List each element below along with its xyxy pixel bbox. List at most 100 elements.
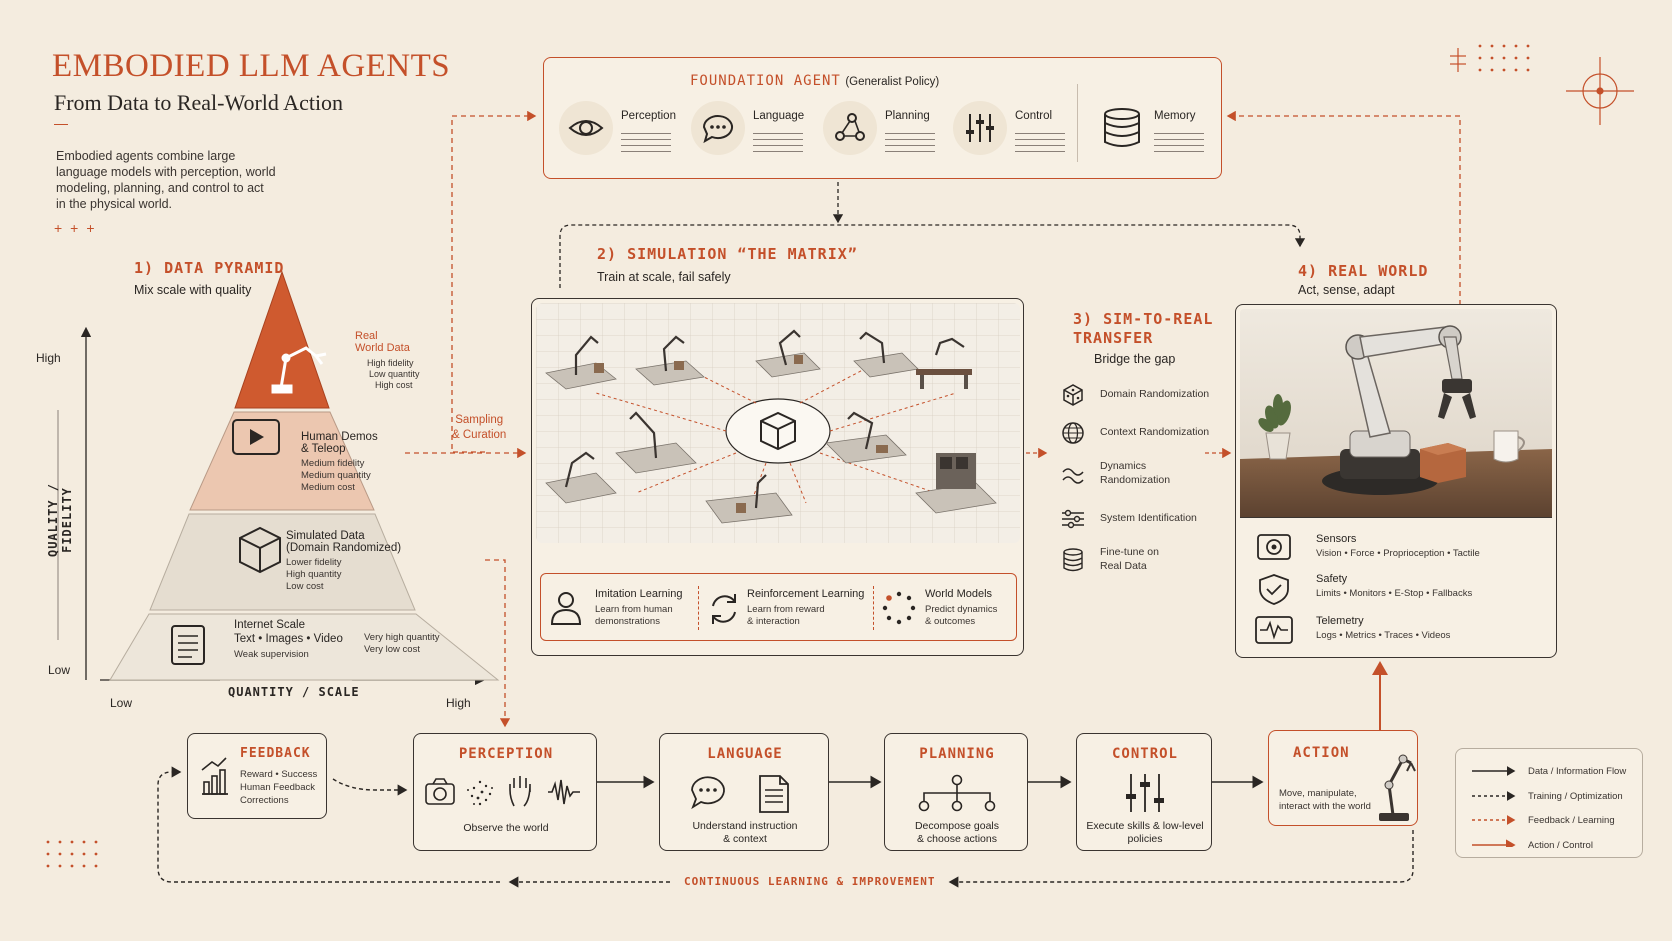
real-world-item-desc: Vision • Force • Proprioception • Tactil… bbox=[1316, 548, 1480, 559]
sampling-label: Sampling & Curation bbox=[452, 413, 506, 443]
dot-grid-decoration bbox=[46, 44, 1530, 868]
dotted-cycle-icon bbox=[882, 591, 916, 625]
pyramid-subheading: Mix scale with quality bbox=[134, 283, 252, 297]
module-label: Perception bbox=[621, 110, 676, 122]
step-desc: Decompose goals bbox=[914, 820, 1000, 832]
x-axis-low: Low bbox=[110, 696, 133, 710]
method-world-models: World Models Predict dynamics & outcomes bbox=[881, 584, 1011, 634]
simulation-panel: Imitation Learning Learn from human demo… bbox=[531, 298, 1024, 656]
real-world-item-title: Sensors bbox=[1316, 533, 1357, 545]
step-desc: Observe the world bbox=[463, 822, 549, 834]
tier-name: Text • Images • Video bbox=[234, 633, 343, 645]
module-label: Language bbox=[753, 110, 805, 122]
database-icon bbox=[1063, 548, 1083, 572]
page-title: EMBODIED LLM AGENTS bbox=[52, 48, 451, 84]
real-world-item-title: Safety bbox=[1316, 573, 1348, 585]
method-title: Reinforcement Learning bbox=[747, 588, 865, 600]
panel-divider bbox=[1240, 517, 1552, 518]
method-desc: & outcomes bbox=[925, 616, 976, 627]
real-world-heading: 4) REAL WORLD bbox=[1298, 262, 1429, 280]
sliders-icon bbox=[1062, 509, 1084, 529]
tier-human-text: Human Demos & Teleop Medium fidelity Med… bbox=[301, 431, 378, 494]
shield-check-icon bbox=[1259, 574, 1289, 605]
transfer-item-label: Real Data bbox=[1100, 560, 1147, 572]
module-lines bbox=[885, 128, 935, 152]
foundation-title: FOUNDATION AGENT bbox=[690, 73, 841, 89]
tier-name: & Teleop bbox=[301, 443, 346, 455]
simulation-heading: 2) SIMULATION “THE MATRIX” bbox=[597, 245, 858, 263]
language-icons bbox=[691, 775, 789, 813]
perception-icons bbox=[425, 776, 580, 807]
method-desc: demonstrations bbox=[595, 616, 660, 627]
robot-photo bbox=[1240, 309, 1552, 517]
control-step: CONTROL Execute skills & low-level polic… bbox=[1076, 733, 1212, 851]
hand-touch-icon bbox=[509, 776, 531, 807]
pyramid-tier-real bbox=[234, 270, 330, 409]
perception-step: PERCEPTION Observe the world bbox=[413, 733, 597, 851]
real-world-item-telemetry: Telemetry Logs • Metrics • Traces • Vide… bbox=[1254, 613, 1544, 649]
learning-methods-panel: Imitation Learning Learn from human demo… bbox=[540, 573, 1017, 641]
transfer-list: Domain Randomization Context Randomizati… bbox=[1058, 380, 1228, 580]
legend: Data / Information Flow Training / Optim… bbox=[1455, 748, 1643, 858]
transfer-item-label: Fine-tune on bbox=[1100, 546, 1159, 558]
real-world-item-desc: Limits • Monitors • E-Stop • Fallbacks bbox=[1316, 588, 1473, 599]
transfer-item: Dynamics Randomization bbox=[1058, 458, 1228, 492]
module-divider bbox=[1077, 84, 1078, 162]
foundation-agent-panel: FOUNDATION AGENT (Generalist Policy) Per… bbox=[543, 57, 1222, 179]
foundation-subtitle: (Generalist Policy) bbox=[845, 76, 940, 88]
method-desc: Predict dynamics bbox=[925, 604, 998, 615]
method-title: Imitation Learning bbox=[595, 588, 683, 600]
sampling-line: & Curation bbox=[452, 429, 507, 441]
feedback-desc: Reward • Success bbox=[240, 769, 318, 780]
cycle-arrows-icon bbox=[712, 594, 736, 624]
tier-detail: Very high quantity bbox=[364, 632, 440, 643]
step-title: LANGUAGE bbox=[707, 746, 783, 762]
method-divider bbox=[873, 586, 874, 630]
cube-icon bbox=[760, 411, 796, 451]
y-axis-high: High bbox=[36, 351, 61, 365]
tier-detail: Medium quantity bbox=[301, 470, 371, 481]
step-desc: & context bbox=[723, 833, 767, 845]
tier-name: Human Demos bbox=[301, 431, 378, 443]
audio-waveform-icon bbox=[548, 779, 580, 805]
tier-real-text: Real World Data High fidelity Low quanti… bbox=[355, 330, 420, 391]
transfer-item-label: Dynamics bbox=[1100, 460, 1147, 472]
tier-detail: High quantity bbox=[286, 569, 342, 580]
page-subtitle: From Data to Real-World Action bbox=[54, 90, 344, 115]
module-label: Memory bbox=[1154, 110, 1196, 122]
step-title: PERCEPTION bbox=[458, 746, 554, 762]
transfer-item: Fine-tune on Real Data bbox=[1058, 544, 1228, 578]
point-cloud-icon bbox=[467, 780, 493, 806]
pyramid-tier-internet bbox=[109, 613, 500, 681]
legend-label: Data / Information Flow bbox=[1528, 766, 1627, 777]
graph-nodes-icon bbox=[823, 101, 877, 155]
y-axis-low: Low bbox=[48, 663, 71, 677]
chat-bubble-icon bbox=[691, 776, 725, 810]
method-title: World Models bbox=[925, 588, 993, 600]
module-planning: Planning bbox=[822, 100, 942, 160]
robot-arm-icon bbox=[271, 346, 327, 394]
module-memory: Memory bbox=[1094, 100, 1214, 160]
module-lines bbox=[1015, 128, 1065, 152]
method-desc: & interaction bbox=[747, 616, 800, 627]
transfer-heading-line: TRANSFER bbox=[1073, 329, 1154, 347]
transfer-item-label: Context Randomization bbox=[1100, 426, 1210, 438]
sliders-icon bbox=[953, 101, 1007, 155]
method-divider bbox=[698, 586, 699, 630]
feedback-title: FEEDBACK bbox=[240, 746, 311, 761]
simulation-scene bbox=[536, 303, 1020, 543]
transfer-heading-line: 3) SIM-TO-REAL bbox=[1073, 310, 1214, 328]
tier-name: Real bbox=[355, 330, 378, 342]
tier-detail: High cost bbox=[375, 380, 413, 390]
feedback-box: FEEDBACK Reward • Success Human Feedback… bbox=[187, 733, 327, 819]
document-icon bbox=[759, 775, 789, 813]
document-icon bbox=[171, 625, 205, 665]
transfer-item: Context Randomization bbox=[1058, 418, 1228, 448]
step-title: ACTION bbox=[1293, 745, 1350, 761]
step-title: PLANNING bbox=[919, 746, 995, 762]
step-desc: Understand instruction bbox=[692, 820, 798, 832]
y-axis-label: QUALITY / FIDELITY bbox=[46, 482, 74, 558]
module-control: Control bbox=[952, 100, 1072, 160]
transfer-item-label: System Identification bbox=[1100, 512, 1197, 524]
